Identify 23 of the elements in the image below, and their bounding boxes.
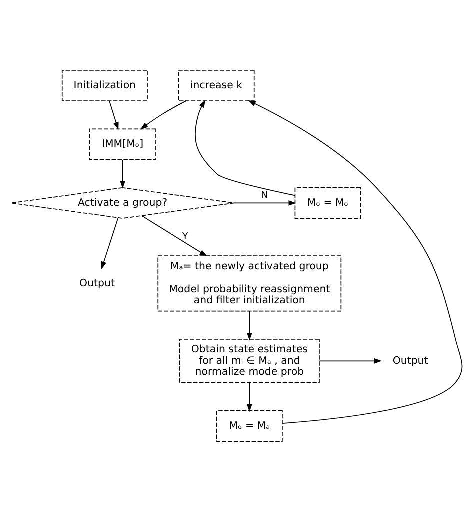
arrow <box>248 100 463 424</box>
node-box: Mₒ = Mₒ <box>294 187 362 219</box>
arrow <box>109 100 119 130</box>
arrow <box>234 200 296 206</box>
arrow <box>101 218 119 270</box>
node-text: Output <box>80 278 115 290</box>
node-box: Mₒ = Mₐ <box>216 410 283 442</box>
edge-label: Y <box>182 232 188 243</box>
edge-label: N <box>261 190 268 201</box>
node-box: increase k <box>178 70 255 102</box>
node-box: IMM[Mₒ] <box>89 128 156 160</box>
arrow <box>120 160 126 189</box>
arrow <box>194 100 296 196</box>
node-box: Mₐ= the newly activated group Model probability reassignment and filter initialization <box>158 256 342 312</box>
arrow <box>140 100 186 130</box>
node-box: Initialization <box>62 70 148 102</box>
arrow <box>142 216 208 257</box>
arrow <box>246 311 252 341</box>
node-diamond: Activate a group? <box>10 187 235 219</box>
node-box: Obtain state estimates for all mᵢ ∈ Mₐ , and normalize mode prob <box>179 339 320 384</box>
arrow <box>246 382 252 412</box>
node-text: Output <box>392 356 428 367</box>
arrow <box>319 358 382 364</box>
